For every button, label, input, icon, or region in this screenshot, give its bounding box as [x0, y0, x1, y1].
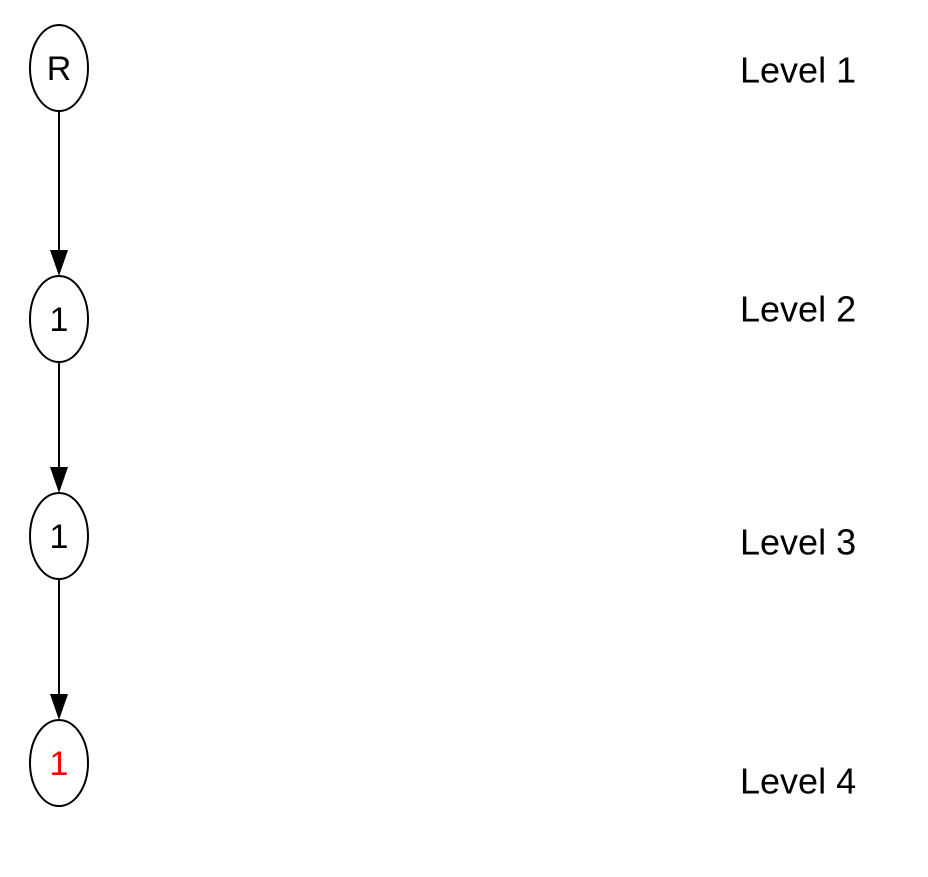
node-ellipse — [29, 492, 89, 580]
level-label-2: Level 2 — [740, 289, 856, 330]
arrowhead-icon — [50, 467, 68, 493]
edge-2-3 — [50, 362, 68, 493]
node-label: R — [47, 50, 72, 88]
node-level-3: 1 — [29, 492, 89, 580]
level-label-1: Level 1 — [740, 50, 856, 91]
node-level-4: 1 — [29, 719, 89, 807]
node-level-2: 1 — [29, 275, 89, 363]
node-root: R — [29, 24, 89, 112]
node-ellipse — [29, 719, 89, 807]
node-ellipse — [29, 275, 89, 363]
level-label-4: Level 4 — [740, 761, 856, 802]
edge-1-2 — [50, 111, 68, 276]
arrowhead-icon — [50, 250, 68, 276]
node-label: 1 — [50, 518, 69, 556]
arrowhead-icon — [50, 694, 68, 720]
edge-3-4 — [50, 579, 68, 720]
node-ellipse — [29, 24, 89, 112]
node-label: 1 — [50, 745, 69, 783]
level-label-3: Level 3 — [740, 522, 856, 563]
node-label: 1 — [50, 301, 69, 339]
